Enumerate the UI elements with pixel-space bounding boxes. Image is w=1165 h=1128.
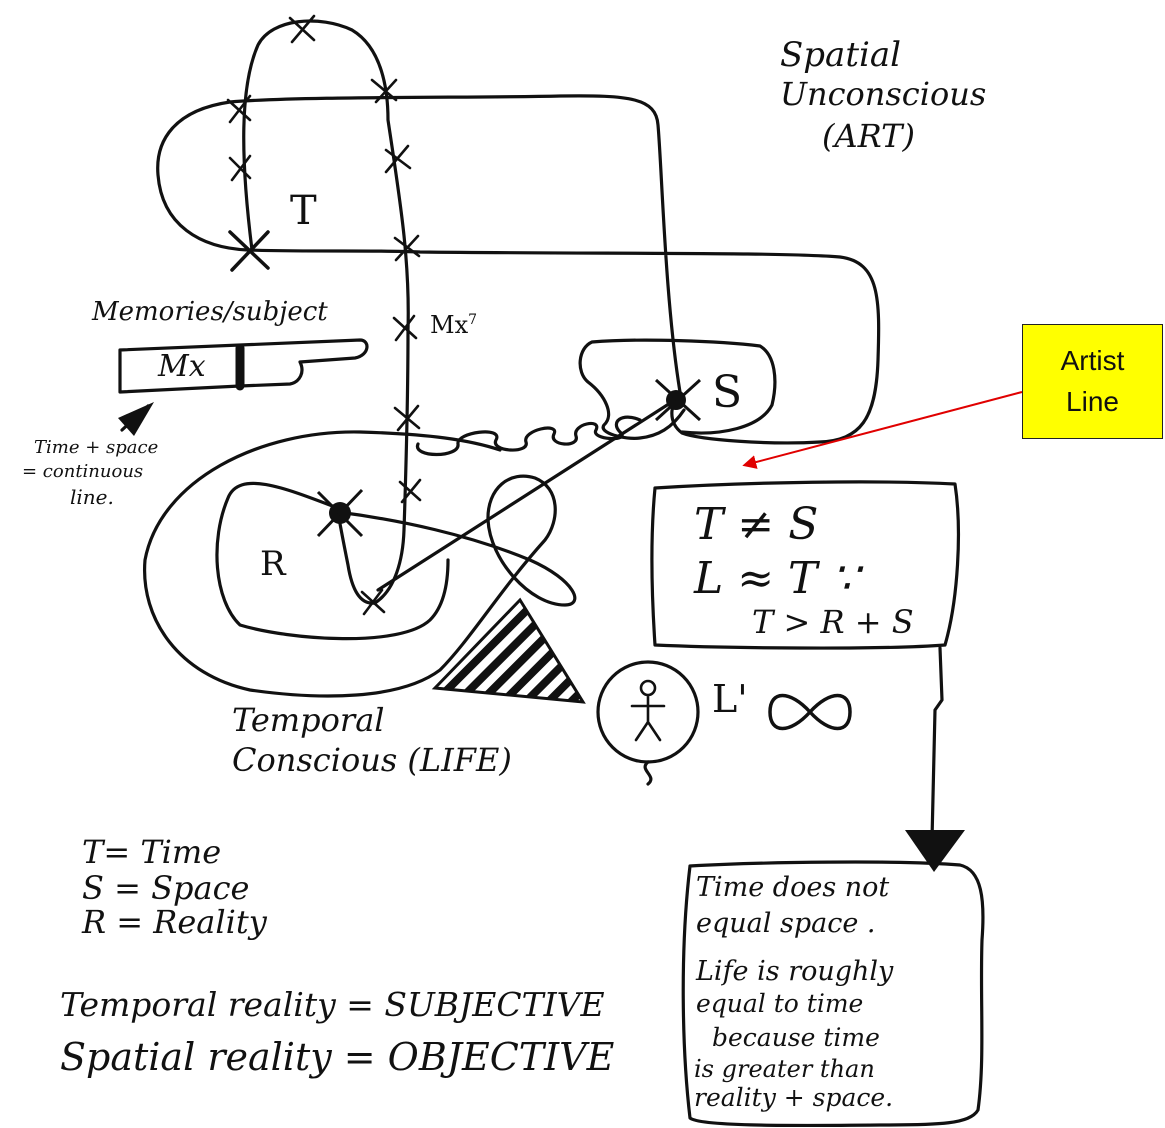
- temporal-label-line1: Temporal: [232, 702, 385, 739]
- time-space-line1: Time + space: [34, 438, 158, 459]
- s-mark-label: S: [712, 368, 742, 419]
- explanation-line3: Life is roughly: [696, 956, 893, 987]
- temporal-label-line2: Conscious (LIFE): [232, 742, 512, 779]
- small-arrowhead: [118, 402, 154, 436]
- explanation-line1: Time does not: [696, 872, 889, 903]
- spatial-label-line2: Unconscious: [780, 76, 986, 113]
- life-squiggle: [645, 762, 651, 784]
- explanation-line6: is greater than: [694, 1056, 875, 1084]
- formula-line1: T ≠ S: [694, 500, 818, 551]
- legend-s: S = Space: [82, 870, 249, 907]
- callout-line1: Artist: [1061, 341, 1125, 382]
- artist-line-callout: Artist Line: [1022, 324, 1163, 439]
- spatial-loop: [158, 96, 879, 443]
- spatial-reality: Spatial reality = OBJECTIVE: [60, 1036, 614, 1080]
- mx7-label: Mx7: [430, 312, 477, 340]
- memories-label: Memories/subject: [92, 298, 328, 328]
- l-prime-label: L': [712, 678, 748, 722]
- time-space-line2: = continuous: [22, 462, 143, 483]
- explanation-line5: because time: [712, 1024, 880, 1053]
- stick-figure: [632, 681, 664, 740]
- explanation-line7: reality + space.: [694, 1084, 893, 1113]
- spatial-label-line3: (ART): [822, 118, 915, 155]
- temporal-reality: Temporal reality = SUBJECTIVE: [60, 986, 605, 1024]
- legend-t: T= Time: [82, 834, 221, 871]
- legend-r: R = Reality: [82, 904, 267, 941]
- finger-mx-label: Mx: [158, 350, 206, 385]
- t-mark-label: T: [290, 188, 317, 234]
- callout-line2: Line: [1066, 382, 1119, 423]
- s-box: [580, 340, 775, 438]
- mx7-exponent: 7: [468, 312, 477, 328]
- mx7-text: Mx: [430, 311, 468, 339]
- formula-line3: T > R + S: [752, 604, 914, 641]
- spatial-label-line1: Spatial: [780, 36, 901, 75]
- r-mark-label: R: [260, 545, 286, 584]
- time-space-line3: line.: [70, 486, 114, 509]
- explanation-line4: equal to time: [696, 990, 863, 1019]
- infinity-shape: [770, 696, 850, 729]
- formula-arrow-line: [932, 648, 942, 840]
- formula-line2: L ≈ T ∵: [694, 554, 859, 605]
- explanation-line2: equal space .: [696, 908, 875, 939]
- callout-arrow: [745, 392, 1022, 465]
